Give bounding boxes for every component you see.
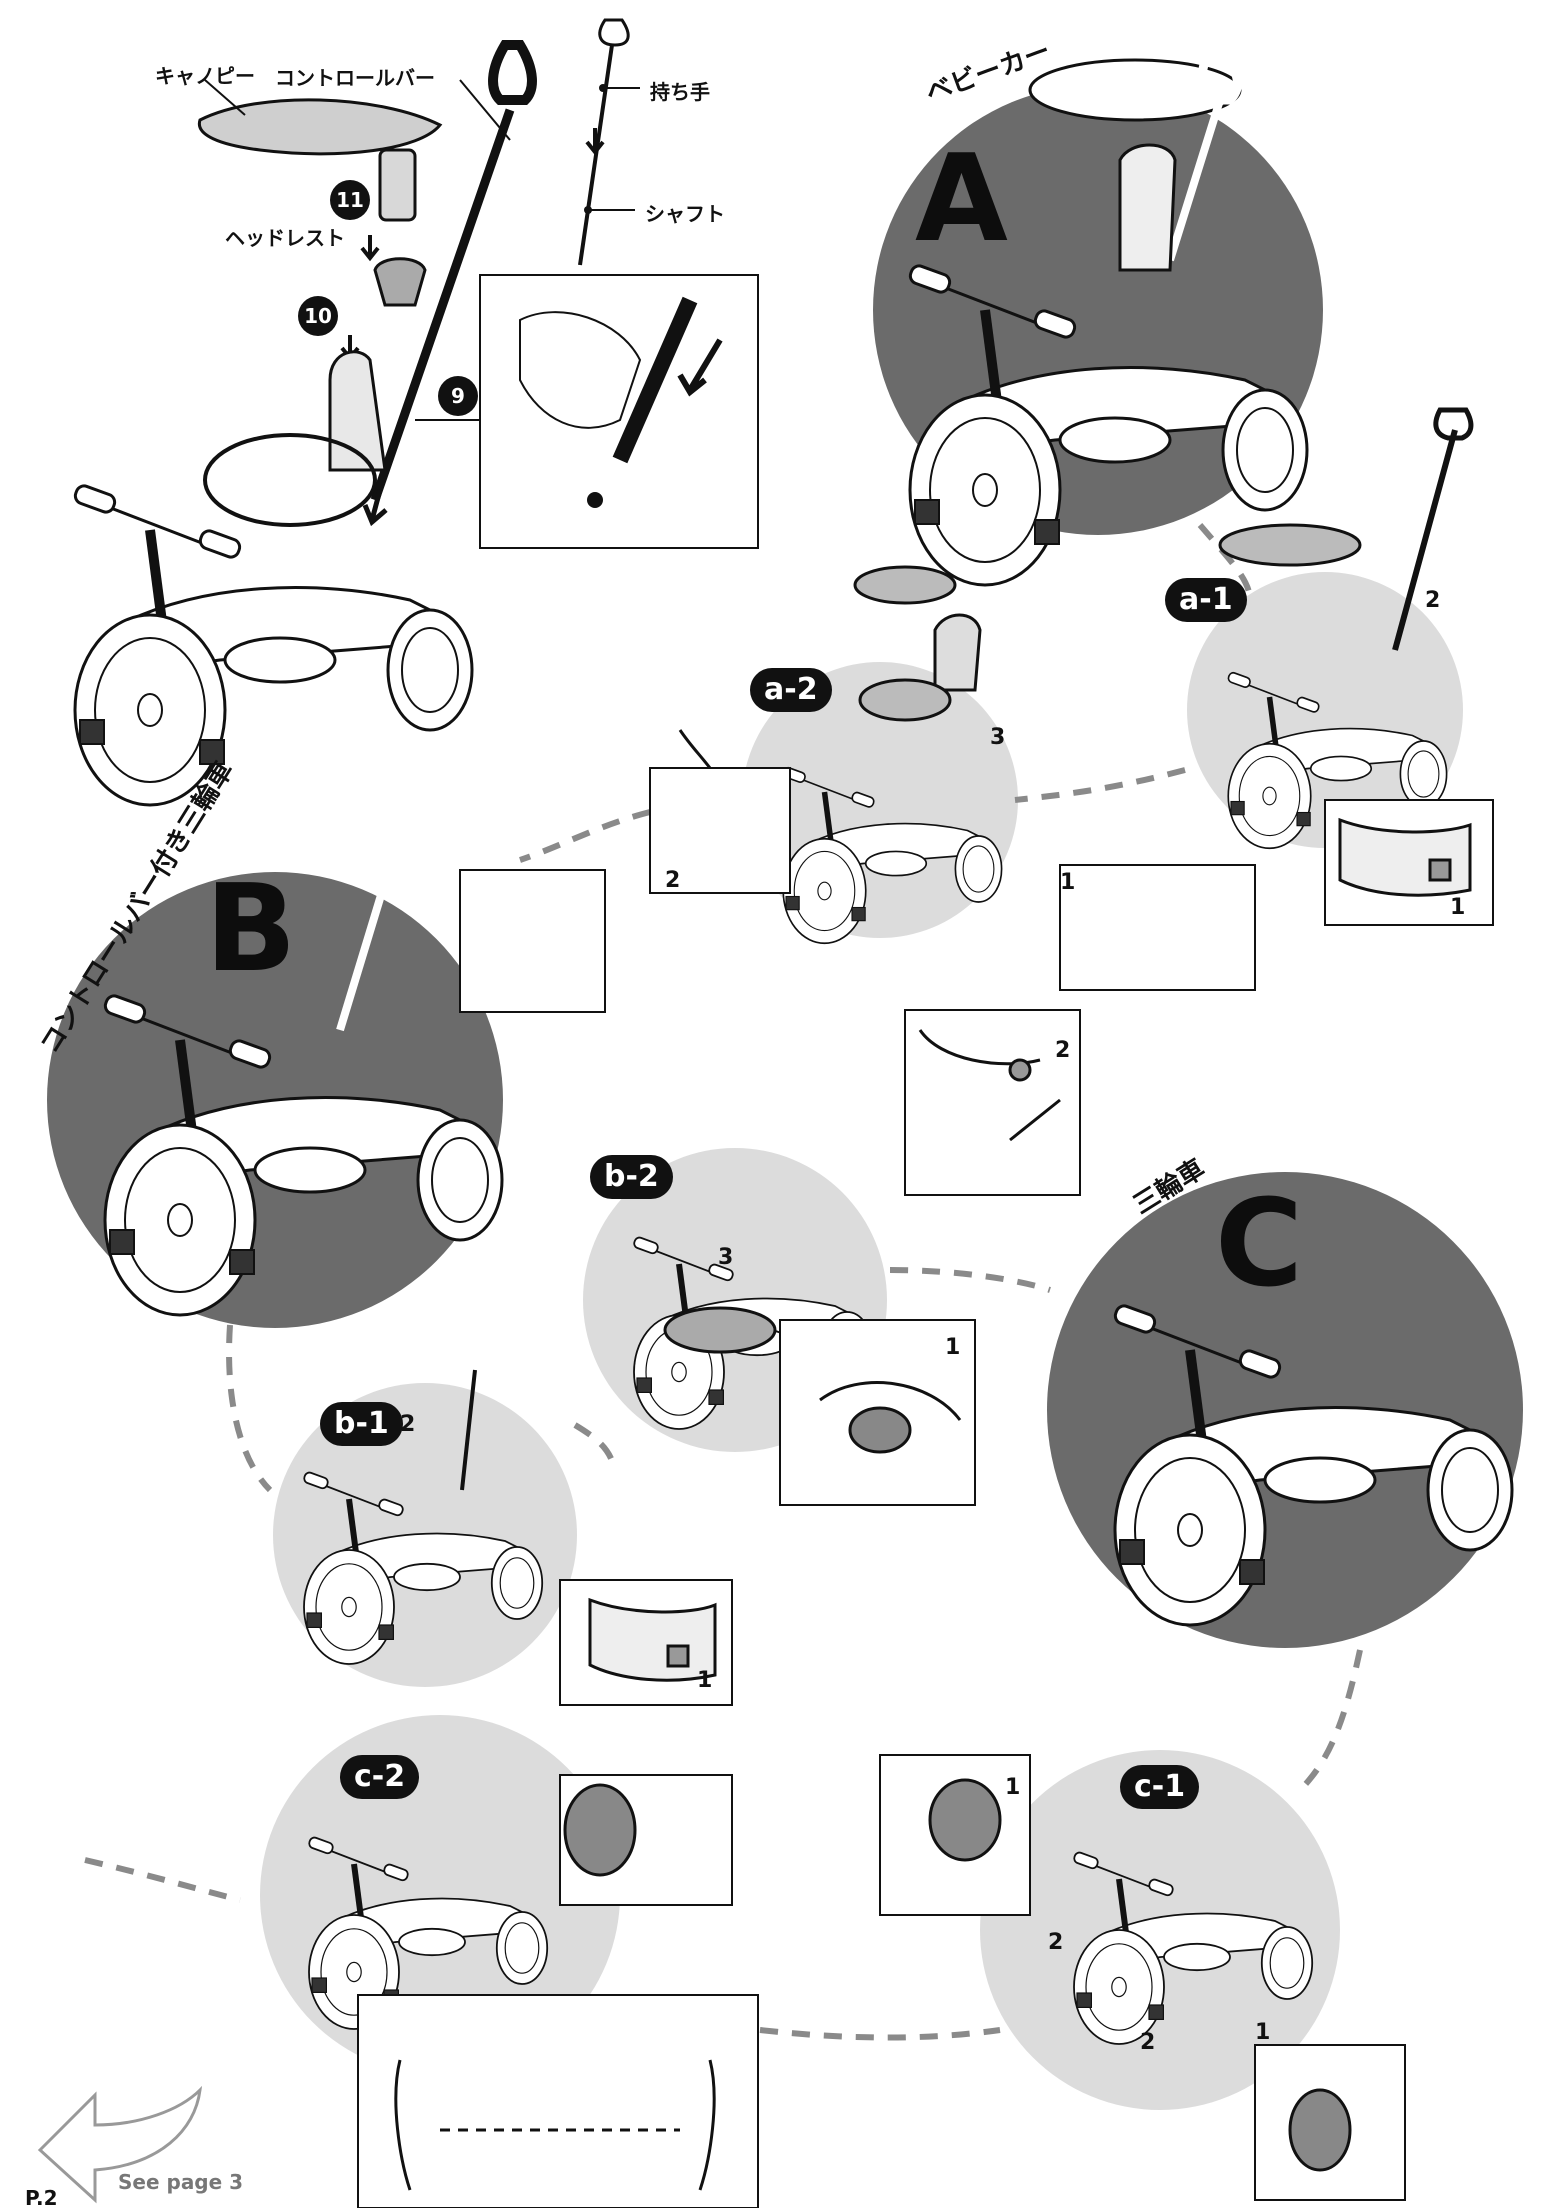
see-page-link[interactable]: See page 3 [118, 2170, 244, 2194]
step-b1-pill: b-1 [320, 1402, 403, 1446]
page-number: P.2 [25, 2186, 58, 2210]
mode-a-letter: A [915, 130, 1008, 269]
a1-num-2: 2 [1425, 588, 1441, 613]
step-c1-pill: c-1 [1120, 1765, 1200, 1809]
b2-num-1: 1 [945, 1335, 961, 1360]
canopy-drawing [197, 98, 443, 156]
c1-num-1a: 1 [1005, 1775, 1021, 1800]
b2-num-3: 3 [718, 1245, 734, 1270]
assembly-illustration [73, 18, 640, 805]
c1-num-1b: 1 [1255, 2020, 1271, 2045]
step-b2-pill: b-2 [590, 1155, 673, 1199]
label-handle: 持ち手 [650, 80, 710, 104]
step-9-badge: 9 [438, 376, 478, 416]
mode-b-letter: B [205, 860, 297, 999]
step-11-badge: 11 [330, 180, 370, 220]
label-headrest: ヘッドレスト [225, 226, 345, 250]
a2-num-3: 3 [990, 725, 1006, 750]
b2-num-2: 2 [1055, 1038, 1071, 1063]
stroller-drawing [908, 55, 1307, 585]
a1-num-1: 1 [1450, 895, 1466, 920]
c1-num-2b: 2 [1140, 2030, 1156, 2055]
inset-details [394, 729, 1472, 2191]
control-bar-drawing [370, 108, 515, 502]
headrest-drawing [373, 257, 427, 307]
label-control-bar: コントロールバー [275, 66, 435, 90]
a2-num-2: 2 [665, 868, 681, 893]
b1-num-2: 2 [400, 1412, 416, 1437]
step-c2-pill: c-2 [340, 1755, 420, 1799]
a2-num-1: 1 [1060, 870, 1076, 895]
step-a2-pill: a-2 [750, 668, 832, 712]
detail-box-9 [415, 274, 759, 549]
label-shaft: シャフト [645, 202, 725, 226]
step-a1-pill: a-1 [1165, 578, 1247, 622]
label-canopy: キャノピー [155, 64, 255, 88]
step-trikes [303, 407, 1474, 2044]
step-10-badge: 10 [298, 296, 338, 336]
c1-num-2a: 2 [1048, 1930, 1064, 1955]
b1-num-1: 1 [697, 1668, 713, 1693]
mode-b-drawing [103, 740, 502, 1315]
mode-c-letter: C [1215, 1175, 1304, 1314]
back-arrow-icon[interactable] [37, 2085, 203, 2204]
